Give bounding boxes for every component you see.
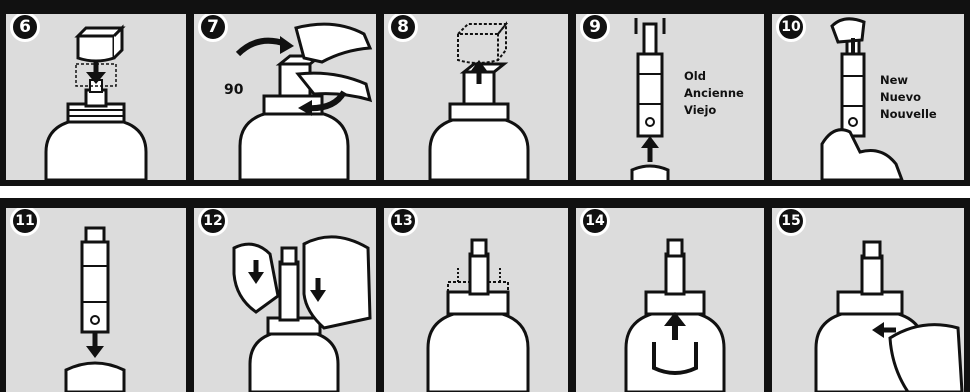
step-11-illustration — [6, 208, 186, 392]
step-9-panel: 9 Old Ancienne Viejo — [576, 14, 764, 180]
label-new: New — [880, 72, 937, 89]
label-nouvelle: Nouvelle — [880, 106, 937, 123]
new-cartridge-label: New Nuevo Nouvelle — [880, 72, 937, 123]
step-7-panel: 7 90 — [194, 14, 376, 180]
label-old: Old — [684, 68, 744, 85]
steps-row-bottom: 11 12 — [0, 198, 970, 392]
step-14-panel: 14 — [576, 208, 764, 392]
label-ancienne: Ancienne — [684, 85, 744, 102]
steps-row-top: 6 7 90 — [0, 0, 970, 186]
step-13-panel: 13 — [384, 208, 568, 392]
step-15-illustration — [772, 208, 964, 392]
step-6-panel: 6 — [6, 14, 186, 180]
step-12-panel: 12 — [194, 208, 376, 392]
label-viejo: Viejo — [684, 102, 744, 119]
step-12-illustration — [194, 208, 376, 392]
step-8-panel: 8 — [384, 14, 568, 180]
label-nuevo: Nuevo — [880, 89, 937, 106]
rotation-angle-label: 90 — [224, 82, 243, 98]
step-14-illustration — [576, 208, 764, 392]
step-11-panel: 11 — [6, 208, 186, 392]
step-13-illustration — [384, 208, 568, 392]
old-cartridge-label: Old Ancienne Viejo — [684, 68, 744, 119]
step-10-panel: 10 New Nuevo Nouvelle — [772, 14, 964, 180]
step-15-panel: 15 — [772, 208, 964, 392]
